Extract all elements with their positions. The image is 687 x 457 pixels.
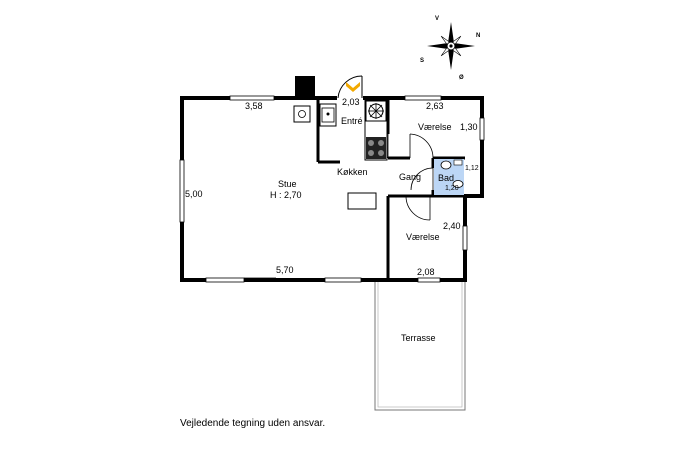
room-label-vaerelse-bottom: Værelse: [406, 232, 440, 242]
bathroom: [434, 159, 464, 195]
dim-bad-depth: 1,20: [445, 185, 459, 192]
room-label-stue-height: H : 2,70: [270, 190, 302, 200]
sink-icon: [321, 107, 335, 123]
compass-north: N: [476, 33, 480, 39]
toilet-icon: [452, 180, 464, 188]
compass-south: S: [420, 58, 424, 64]
terrace-outline: [374, 282, 466, 411]
dim-vaerelse-bottom-width: 2,08: [417, 267, 435, 277]
entrance-door: [337, 75, 363, 99]
disclaimer-text: Vejledende tegning uden ansvar.: [180, 418, 326, 429]
interior-doors: [387, 133, 434, 221]
patio-door: [244, 277, 276, 282]
dim-stue-left: 5,00: [185, 189, 203, 199]
washbasin-icon: [440, 160, 452, 170]
compass-star-icon: [427, 22, 475, 70]
entrance-marker-icon: [346, 82, 360, 92]
room-label-entre: Entré: [341, 116, 363, 126]
compass-west: V: [435, 16, 439, 22]
dining-table: [347, 192, 377, 210]
windows: [179, 95, 485, 283]
stove-icon: [366, 137, 386, 159]
dim-vaerelse-top-depth: 1,30: [460, 122, 478, 132]
fridge-icon: [298, 110, 306, 118]
compass-east: Ø: [459, 75, 464, 81]
room-label-stue: Stue: [278, 179, 297, 189]
dim-stue-bottom: 5,70: [276, 265, 294, 275]
room-label-bad: Bad: [438, 173, 454, 183]
dim-stue-top: 3,58: [245, 101, 263, 111]
dim-entre-width: 2,03: [342, 97, 360, 107]
room-label-terrasse: Terrasse: [401, 333, 436, 343]
dim-bad-width: 1,12: [465, 165, 479, 172]
room-label-gang: Gang: [399, 172, 421, 182]
chimney: [295, 76, 315, 98]
room-label-kokken: Køkken: [337, 167, 368, 177]
dim-vaerelse-bottom-depth: 2,40: [443, 221, 461, 231]
dim-vaerelse-top-width: 2,63: [426, 101, 444, 111]
compass-rose: V N S Ø: [420, 16, 480, 81]
kitchen-fixtures: [293, 99, 388, 161]
room-label-vaerelse-top: Værelse: [418, 122, 452, 132]
interior-walls: [316, 98, 465, 280]
